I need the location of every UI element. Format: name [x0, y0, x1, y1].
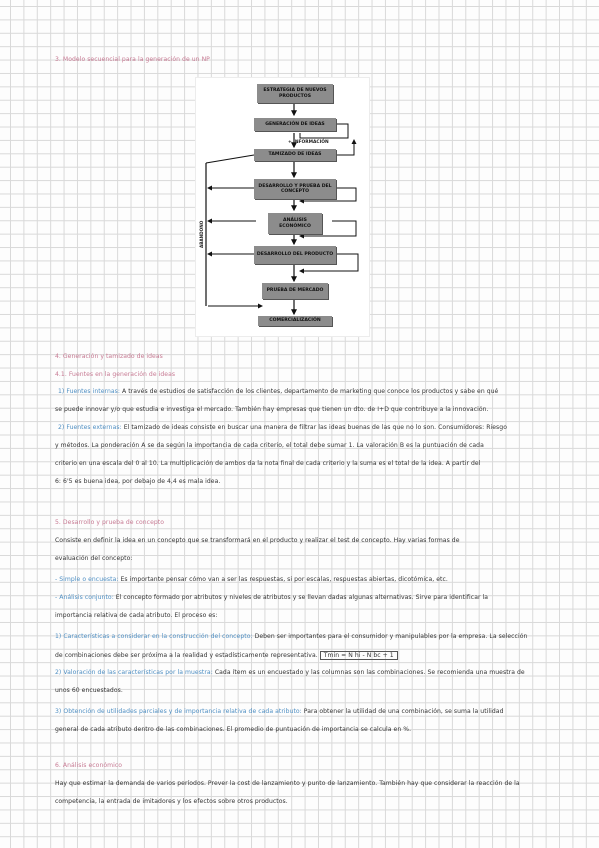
section-4-1-title: 4.1. Fuentes en la generación de ideas	[55, 371, 176, 378]
s41-p2-text: El tamizado de ideas consiste en buscar …	[123, 424, 507, 431]
info-label: + INFORMACIÓN	[288, 140, 329, 145]
formula-box: Tmin = N hi - N bc + 1	[319, 651, 398, 660]
s5-item-1-line-2: de combinaciones debe ser próxima a la r…	[55, 651, 398, 660]
node-desarrollo-producto: DESARROLLO DEL PRODUCTO	[254, 246, 336, 264]
s5-intro-line-2: evaluación del concepto:	[55, 555, 133, 562]
flowchart-arrows	[205, 103, 359, 316]
node-comercializacion: COMERCIALIZACIÓN	[258, 316, 332, 326]
s5-i2-text: Cada ítem es un encuestado y las columna…	[214, 669, 525, 676]
s5-i1-text: Deben ser importantes para el consumidor…	[254, 633, 528, 640]
s5-simple-label: - Simple o encuesta:	[55, 576, 119, 583]
s5-b1-text: Es importante pensar cómo van a ser las …	[120, 576, 448, 583]
node-estrategia: ESTRATEGIA DE NUEVOS PRODUCTOS	[257, 84, 333, 103]
s5-item-1-line-1: 1) Características a considerar en la co…	[55, 633, 527, 640]
s5-item3-label: 3) Obtención de utilidades parciales y d…	[55, 708, 302, 715]
section-6-title: 6. Análisis económico	[55, 762, 123, 769]
s41-external-label: 2) Fuentes externas:	[58, 424, 122, 431]
s5-item2-label: 2) Valoración de las características por…	[55, 669, 213, 676]
s5-i3-text: Para obtener la utilidad de una combinac…	[303, 708, 504, 715]
flowchart-figure: ESTRATEGIA DE NUEVOS PRODUCTOS GENERACIÓ…	[195, 77, 370, 337]
node-prueba-mercado: PRUEBA DE MERCADO	[262, 283, 328, 299]
section-3-title: 3. Modelo secuencial para la generación …	[55, 56, 210, 63]
s5-item-3-line-1: 3) Obtención de utilidades parciales y d…	[55, 708, 504, 715]
s5-i1-text-2: de combinaciones debe ser próxima a la r…	[55, 652, 318, 659]
node-analisis-economico: ANÁLISIS ECONÓMICO	[268, 213, 322, 234]
s5-bullet-1: - Simple o encuesta: Es importante pensa…	[55, 576, 448, 583]
s41-paragraph-2-line-2: y métodos. La ponderación A se da según …	[55, 442, 484, 449]
node-generacion: GENERACIÓN DE IDEAS	[254, 118, 336, 131]
s41-paragraph-1-line-1: 1) Fuentes internas: A través de estudio…	[58, 388, 498, 395]
s41-paragraph-2-line-3: criterio en una escala del 0 al 10. La m…	[55, 460, 481, 467]
s41-paragraph-2-line-4: 6: 6'5 es buena idea, por debajo de 4,4 …	[55, 478, 221, 485]
s41-internal-label: 1) Fuentes internas:	[58, 388, 121, 395]
s41-paragraph-1-line-2: se puede innovar y/o que estudia e inves…	[55, 406, 489, 413]
s5-bullet-2-line-2: importancia relativa de cada atributo. E…	[55, 612, 218, 619]
s41-p1-text: A través de estudios de satisfacción de …	[122, 388, 499, 395]
s5-item-2-line-2: unos 60 encuestados.	[55, 687, 123, 694]
s5-b2-text: El concepto formado por atributos y nive…	[115, 594, 489, 601]
s5-item-2-line-1: 2) Valoración de las características por…	[55, 669, 525, 676]
s5-intro-line-1: Consiste en definir la idea en un concep…	[55, 537, 460, 544]
node-desarrollo-concepto: DESARROLLO Y PRUEBA DEL CONCEPTO	[254, 179, 336, 199]
s41-paragraph-2-line-1: 2) Fuentes externas: El tamizado de idea…	[58, 424, 507, 431]
s5-conjoint-label: - Análisis conjunto:	[55, 594, 114, 601]
s5-item1-label: 1) Características a considerar en la co…	[55, 633, 253, 640]
s5-item-3-line-2: general de cada atributo dentro de las c…	[55, 726, 412, 733]
s6-line-2: competencia, la entrada de imitadores y …	[55, 798, 288, 805]
section-4-title: 4. Generación y tamizado de ideas	[55, 353, 163, 360]
abandono-label: ABANDONO	[199, 220, 204, 248]
section-5-title: 5. Desarrollo y prueba de concepto	[55, 519, 164, 526]
s5-bullet-2-line-1: - Análisis conjunto: El concepto formado…	[55, 594, 488, 601]
s6-line-1: Hay que estimar la demanda de varios per…	[55, 780, 520, 787]
node-tamizado: TAMIZADO DE IDEAS	[254, 149, 336, 161]
